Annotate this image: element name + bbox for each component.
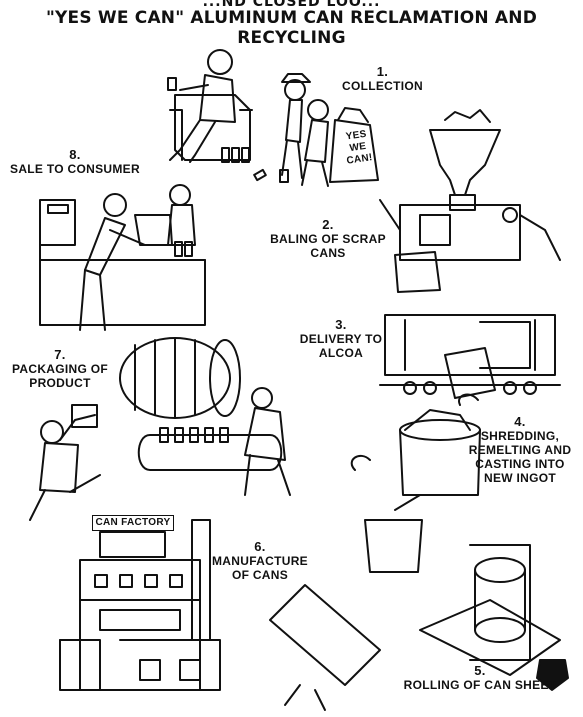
barrel-conveyor-illustration	[120, 338, 290, 495]
can-factory-illustration	[60, 520, 220, 690]
step-3-label: 3.DELIVERY TO ALCOA	[296, 318, 386, 360]
consumer-armchair-illustration	[168, 50, 252, 162]
rail-car-illustration	[380, 315, 560, 398]
rolling-mill-illustration	[420, 545, 560, 675]
sack-sign: YES WE CAN!	[336, 127, 381, 168]
step-7-label: 7.PACKAGING OF PRODUCT	[10, 348, 110, 390]
checkout-counter-illustration	[40, 185, 205, 330]
step-8-label: 8.SALE TO CONSUMER	[0, 148, 150, 176]
step-2-label: 2.BALING OF SCRAP CANS	[268, 218, 388, 260]
can-sheet-carrier-illustration	[270, 585, 380, 710]
baler-machine-illustration	[380, 110, 560, 292]
step-4-label: 4.SHREDDING, REMELTING AND CASTING INTO …	[460, 415, 580, 485]
step-6-label: 6.MANUFACTURE OF CANS	[205, 540, 315, 582]
packaging-worker-illustration	[30, 405, 100, 520]
step-5-label: 5.ROLLING OF CAN SHEET	[380, 664, 580, 692]
factory-sign: CAN FACTORY	[92, 515, 174, 531]
step-1-label: 1.COLLECTION	[325, 65, 440, 93]
